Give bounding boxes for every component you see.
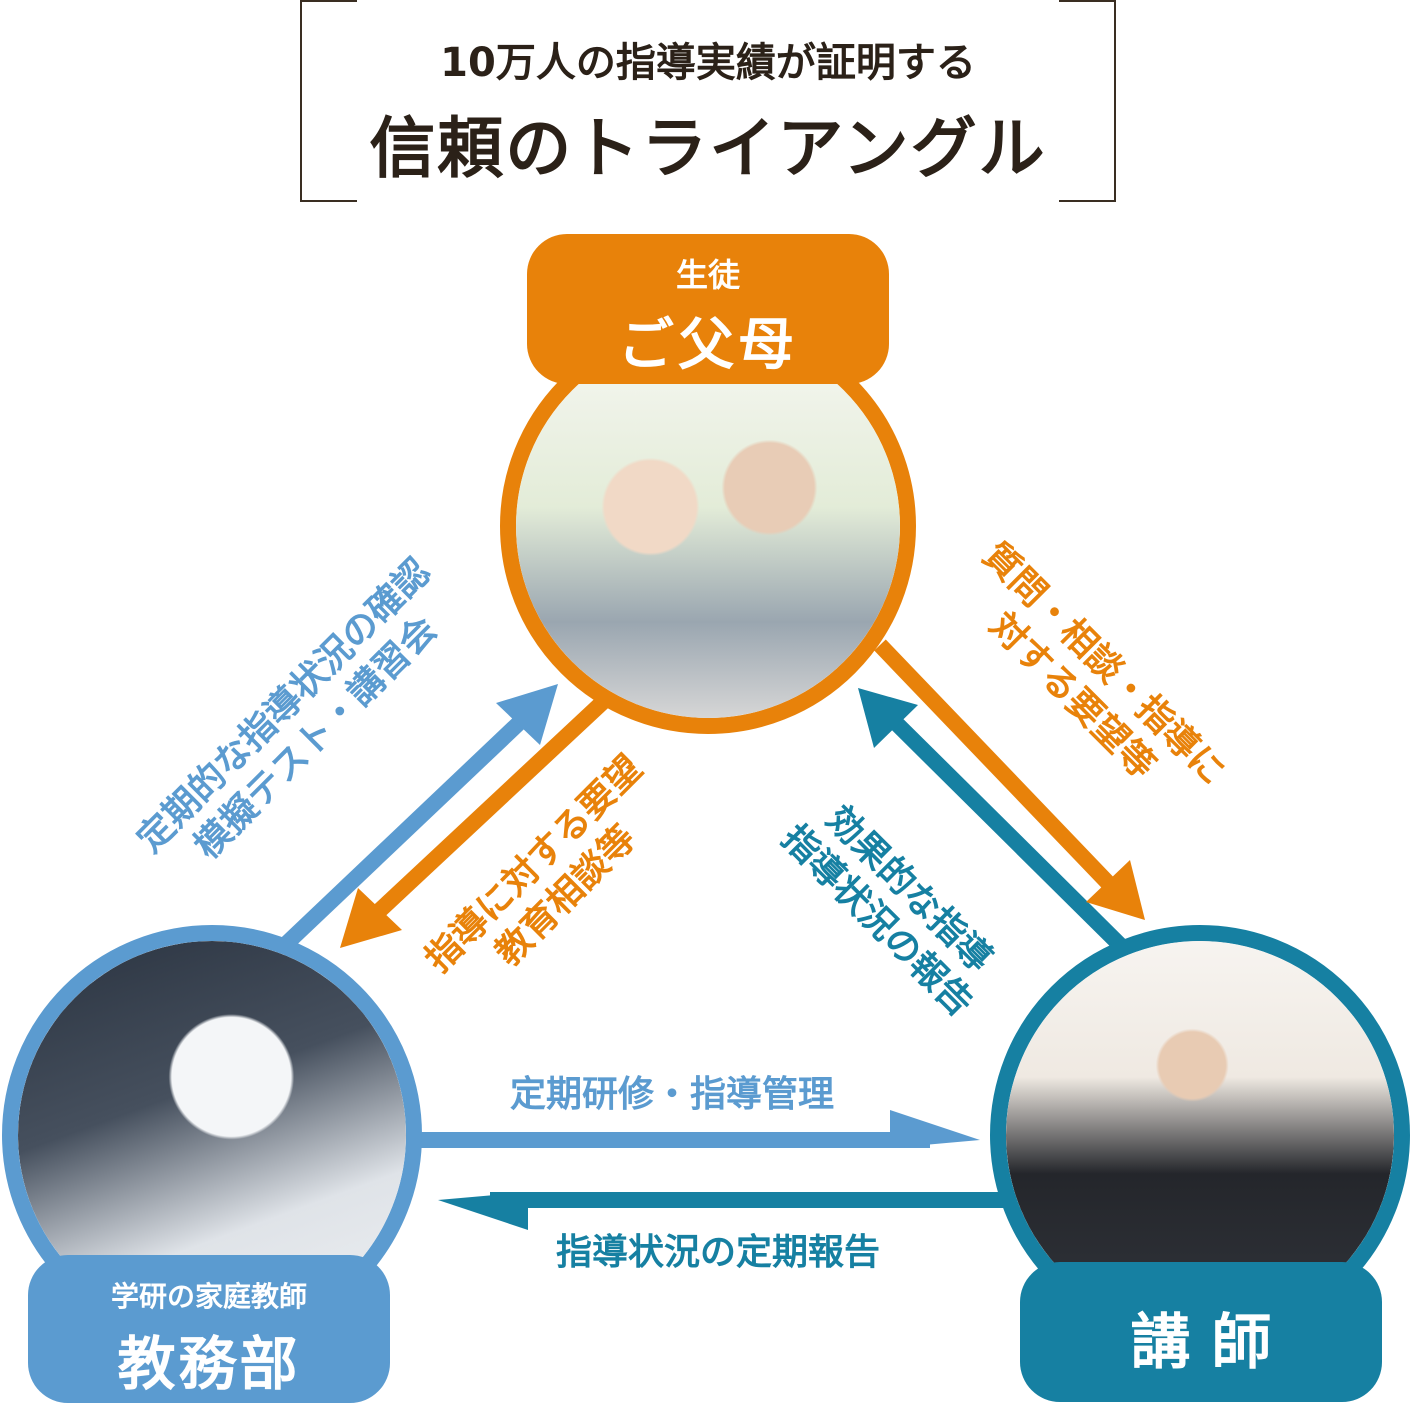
right-bracket: [1059, 0, 1116, 202]
office-sub-label: 学研の家庭教師: [110, 1280, 307, 1313]
parents-main-label: ご父母: [618, 313, 798, 378]
arrowhead: [1086, 860, 1145, 920]
parents-sub-label: 生徒: [675, 256, 740, 294]
title-box: 10万人の指導実績が証明する 信頼のトライアングル: [300, 0, 1116, 202]
caption-office-to-tutor: 定期研修・指導管理: [510, 1074, 835, 1115]
arrow-tutor-to-parents: [889, 716, 1126, 951]
parents-photo: [516, 334, 900, 718]
left-bracket: [300, 0, 357, 202]
title-subtitle: 10万人の指導実績が証明する: [440, 40, 976, 86]
arrow-parents-to-office: [372, 694, 611, 918]
office-label: 学研の家庭教師 教務部: [28, 1255, 390, 1403]
title-main: 信頼のトライアングル: [369, 110, 1047, 187]
arrowhead: [890, 1110, 980, 1148]
tutor-label: 講 師: [1020, 1262, 1382, 1402]
arrow-parents-to-tutor: [874, 639, 1116, 891]
arrowhead: [438, 1192, 528, 1230]
arrow-office-to-parents: [279, 716, 526, 951]
arrowhead: [496, 684, 558, 745]
arrowhead: [858, 688, 918, 748]
office-main-label: 教務部: [117, 1330, 301, 1398]
caption-tutor-to-office: 指導状況の定期報告: [556, 1232, 881, 1273]
tutor-main-label: 講 師: [1130, 1308, 1272, 1378]
parents-label: 生徒 ご父母: [527, 234, 889, 384]
arrowhead: [340, 888, 402, 948]
